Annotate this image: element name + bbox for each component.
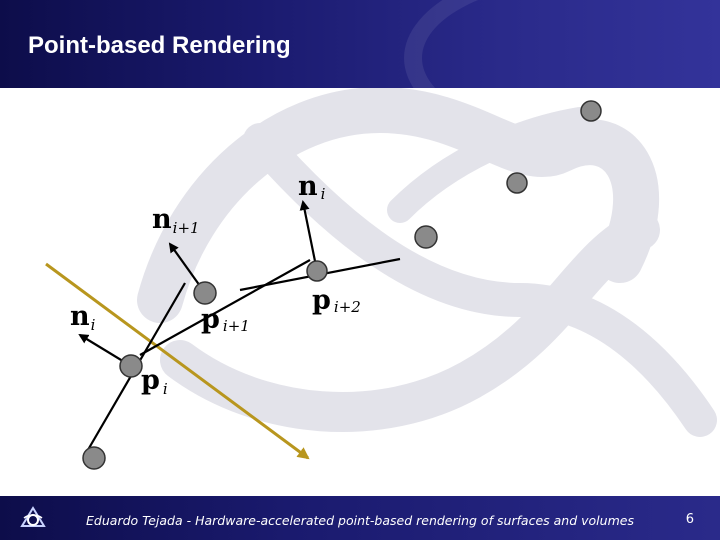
point-far-1 [82, 446, 106, 470]
page-number: 6 [685, 512, 694, 527]
background-knot [137, 88, 717, 437]
slide-title: Point-based Rendering [28, 32, 291, 59]
title-bar: Point-based Rendering [0, 0, 720, 88]
projection-ray [45, 262, 310, 460]
footer-bar: Eduardo Tejada - Hardware-accelerated po… [0, 496, 720, 540]
sample-points [82, 100, 602, 470]
label-n-i1: ni+1 [152, 204, 200, 237]
footer-citation: Eduardo Tejada - Hardware-accelerated po… [86, 513, 634, 528]
header-decoration [404, 0, 720, 88]
label-n-i-left: ni [70, 301, 96, 334]
point-far-4 [580, 100, 602, 122]
point-far-2 [414, 225, 438, 249]
university-logo-icon [20, 506, 46, 527]
point-far-3 [506, 172, 528, 194]
point-p-i2 [306, 260, 328, 282]
point-p-i [119, 354, 143, 378]
point-p-i1 [193, 281, 217, 305]
